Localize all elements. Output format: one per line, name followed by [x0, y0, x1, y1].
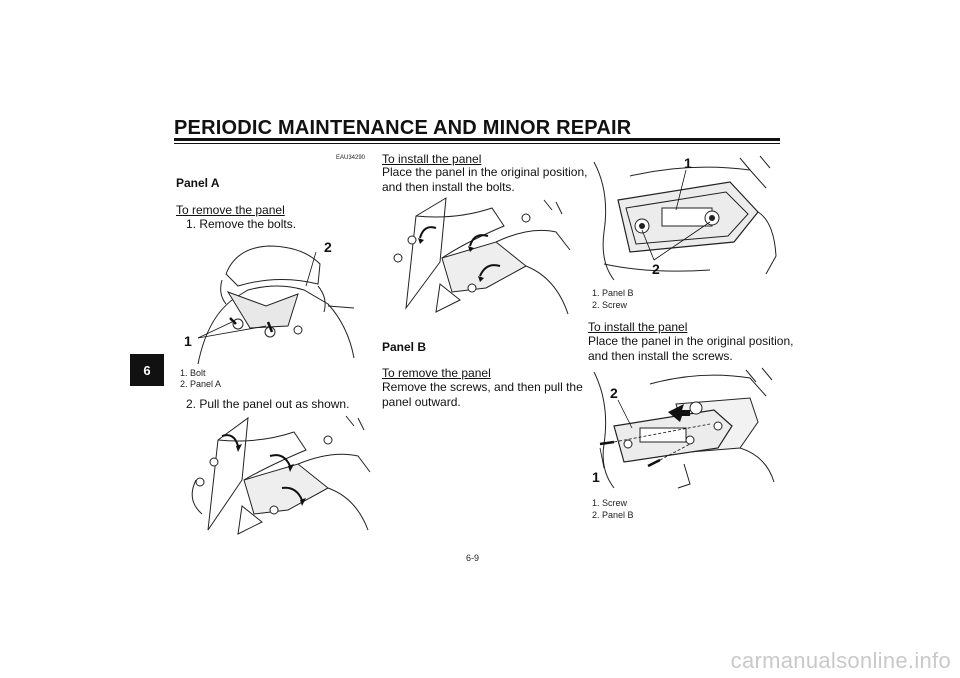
callout-bolt: 1 [184, 333, 192, 349]
chapter-tab: 6 [130, 354, 164, 386]
panel-a-install-title: To install the panel [382, 152, 482, 166]
figure-caption-panel-b: 1. Panel B [592, 288, 634, 298]
page-number: 6-9 [466, 553, 480, 563]
header-rule [174, 138, 780, 141]
callout-panel-b-2: 2 [610, 385, 618, 401]
header-rule-thin [174, 143, 780, 144]
figure-caption-panel-a: 2. Panel A [180, 379, 222, 389]
panel-a-install-text-1: Place the panel in the original position… [382, 165, 588, 179]
figure-panel-a-install [380, 196, 576, 320]
panel-a-step-2: 2. Pull the panel out as shown. [186, 397, 350, 411]
panel-a-install-text-2: and then install the bolts. [382, 180, 515, 194]
panel-a-heading: Panel A [176, 176, 220, 190]
figure-caption-bolt: 1. Bolt [180, 368, 206, 378]
panel-a-remove-title: To remove the panel [176, 203, 285, 217]
panel-b-heading: Panel B [382, 340, 427, 354]
callout-screw: 2 [652, 261, 660, 277]
callout-panel-a: 2 [324, 239, 332, 255]
figure-caption-screw: 2. Screw [592, 300, 628, 310]
figure-panel-b-install: 2 1 [590, 364, 780, 490]
section-code: EAU34290 [336, 155, 366, 161]
panel-b-install-title: To install the panel [588, 320, 688, 334]
panel-b-remove-text-1: Remove the screws, and then pull the [382, 380, 583, 394]
figure-panel-a-pull [178, 410, 372, 540]
watermark: carmanualsonline.info [730, 648, 951, 673]
page-header: PERIODIC MAINTENANCE AND MINOR REPAIR [174, 117, 632, 139]
panel-a-step-1: 1. Remove the bolts. [186, 217, 297, 231]
figure-panel-a-bolts: 1 2 [178, 234, 356, 364]
panel-b-remove-text-2: panel outward. [382, 395, 461, 409]
panel-b-install-text-2: and then install the screws. [588, 349, 733, 363]
figure-panel-b-screws: 1 2 [590, 152, 780, 282]
panel-b-install-text-1: Place the panel in the original position… [588, 334, 794, 348]
callout-panel-b: 1 [684, 155, 692, 171]
figure-caption-panel-b-2: 2. Panel B [592, 510, 634, 520]
callout-screw-2: 1 [592, 469, 600, 485]
panel-b-remove-title: To remove the panel [382, 366, 491, 380]
figure-caption-screw-2: 1. Screw [592, 498, 628, 508]
